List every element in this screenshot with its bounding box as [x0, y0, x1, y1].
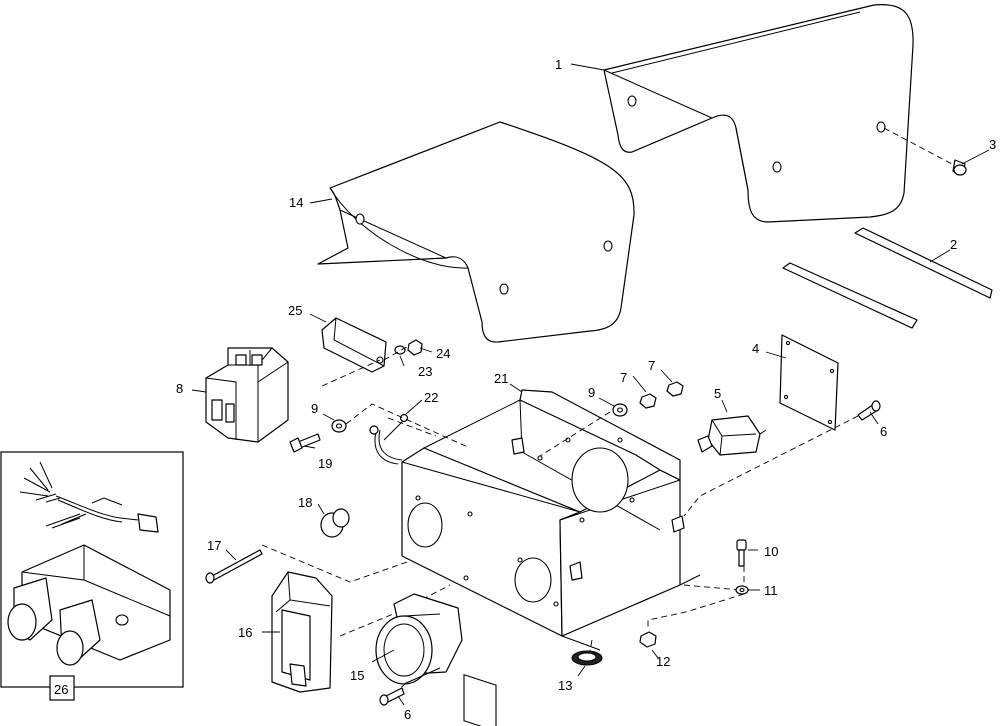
- callout-12: 12: [656, 654, 670, 669]
- part-13-grommet: [571, 650, 603, 666]
- part-19-bolt: [289, 433, 321, 453]
- part-5-switch: [697, 415, 767, 456]
- callout-3: 3: [989, 137, 996, 152]
- callout-1: 1: [555, 57, 562, 72]
- part-25-cover-plate: [321, 317, 387, 373]
- part-15-round-socket: [375, 593, 463, 685]
- part-16-socket: [271, 571, 333, 693]
- callout-16: 16: [238, 625, 252, 640]
- part-12-nut: [639, 631, 657, 648]
- callout-22: 22: [424, 390, 438, 405]
- part-10-screw: [736, 539, 747, 567]
- callout-21: 21: [494, 371, 508, 386]
- part-6-screw-bottom: [379, 687, 405, 706]
- callout-6-right: 6: [880, 424, 887, 439]
- part-14-front-cover: [317, 121, 635, 343]
- part-7-nuts: [639, 381, 684, 409]
- callout-6-bottom: 6: [404, 707, 411, 722]
- part-24-nut: [407, 339, 423, 356]
- callout-13: 13: [558, 678, 572, 693]
- part-22-cable: [369, 413, 409, 465]
- callout-26: 26: [54, 682, 68, 697]
- callout-19: 19: [318, 456, 332, 471]
- callout-23: 23: [418, 364, 432, 379]
- part-9-washer-left: [331, 419, 347, 433]
- callout-18: 18: [298, 495, 312, 510]
- callout-9-left: 9: [311, 401, 318, 416]
- part-17-long-bolt: [205, 549, 263, 584]
- callout-2: 2: [950, 237, 957, 252]
- callout-7-right: 7: [648, 358, 655, 373]
- callout-11: 11: [764, 583, 778, 598]
- part-18-grommet: [320, 508, 350, 538]
- callout-10: 10: [764, 544, 778, 559]
- inset-26-assembly: [0, 451, 184, 701]
- part-2-strips: [782, 227, 993, 329]
- part-6-screw-right: [857, 400, 881, 421]
- part-4-plate: [779, 334, 839, 431]
- part-21-housing: [401, 389, 701, 726]
- part-11-washer: [735, 585, 749, 595]
- callout-14: 14: [289, 195, 303, 210]
- callout-5: 5: [714, 386, 721, 401]
- callout-7-left: 7: [620, 370, 627, 385]
- part-8-circuit-breaker: [205, 347, 289, 443]
- callout-25: 25: [288, 303, 302, 318]
- part-1-rear-cover: [603, 3, 914, 223]
- callout-4: 4: [752, 341, 759, 356]
- callout-9-right: 9: [588, 385, 595, 400]
- callout-15: 15: [350, 668, 364, 683]
- part-9-washer-right: [612, 403, 628, 417]
- callout-17: 17: [207, 538, 221, 553]
- callout-24: 24: [436, 346, 450, 361]
- part-3-bolt: [883, 127, 967, 176]
- callout-8: 8: [176, 381, 183, 396]
